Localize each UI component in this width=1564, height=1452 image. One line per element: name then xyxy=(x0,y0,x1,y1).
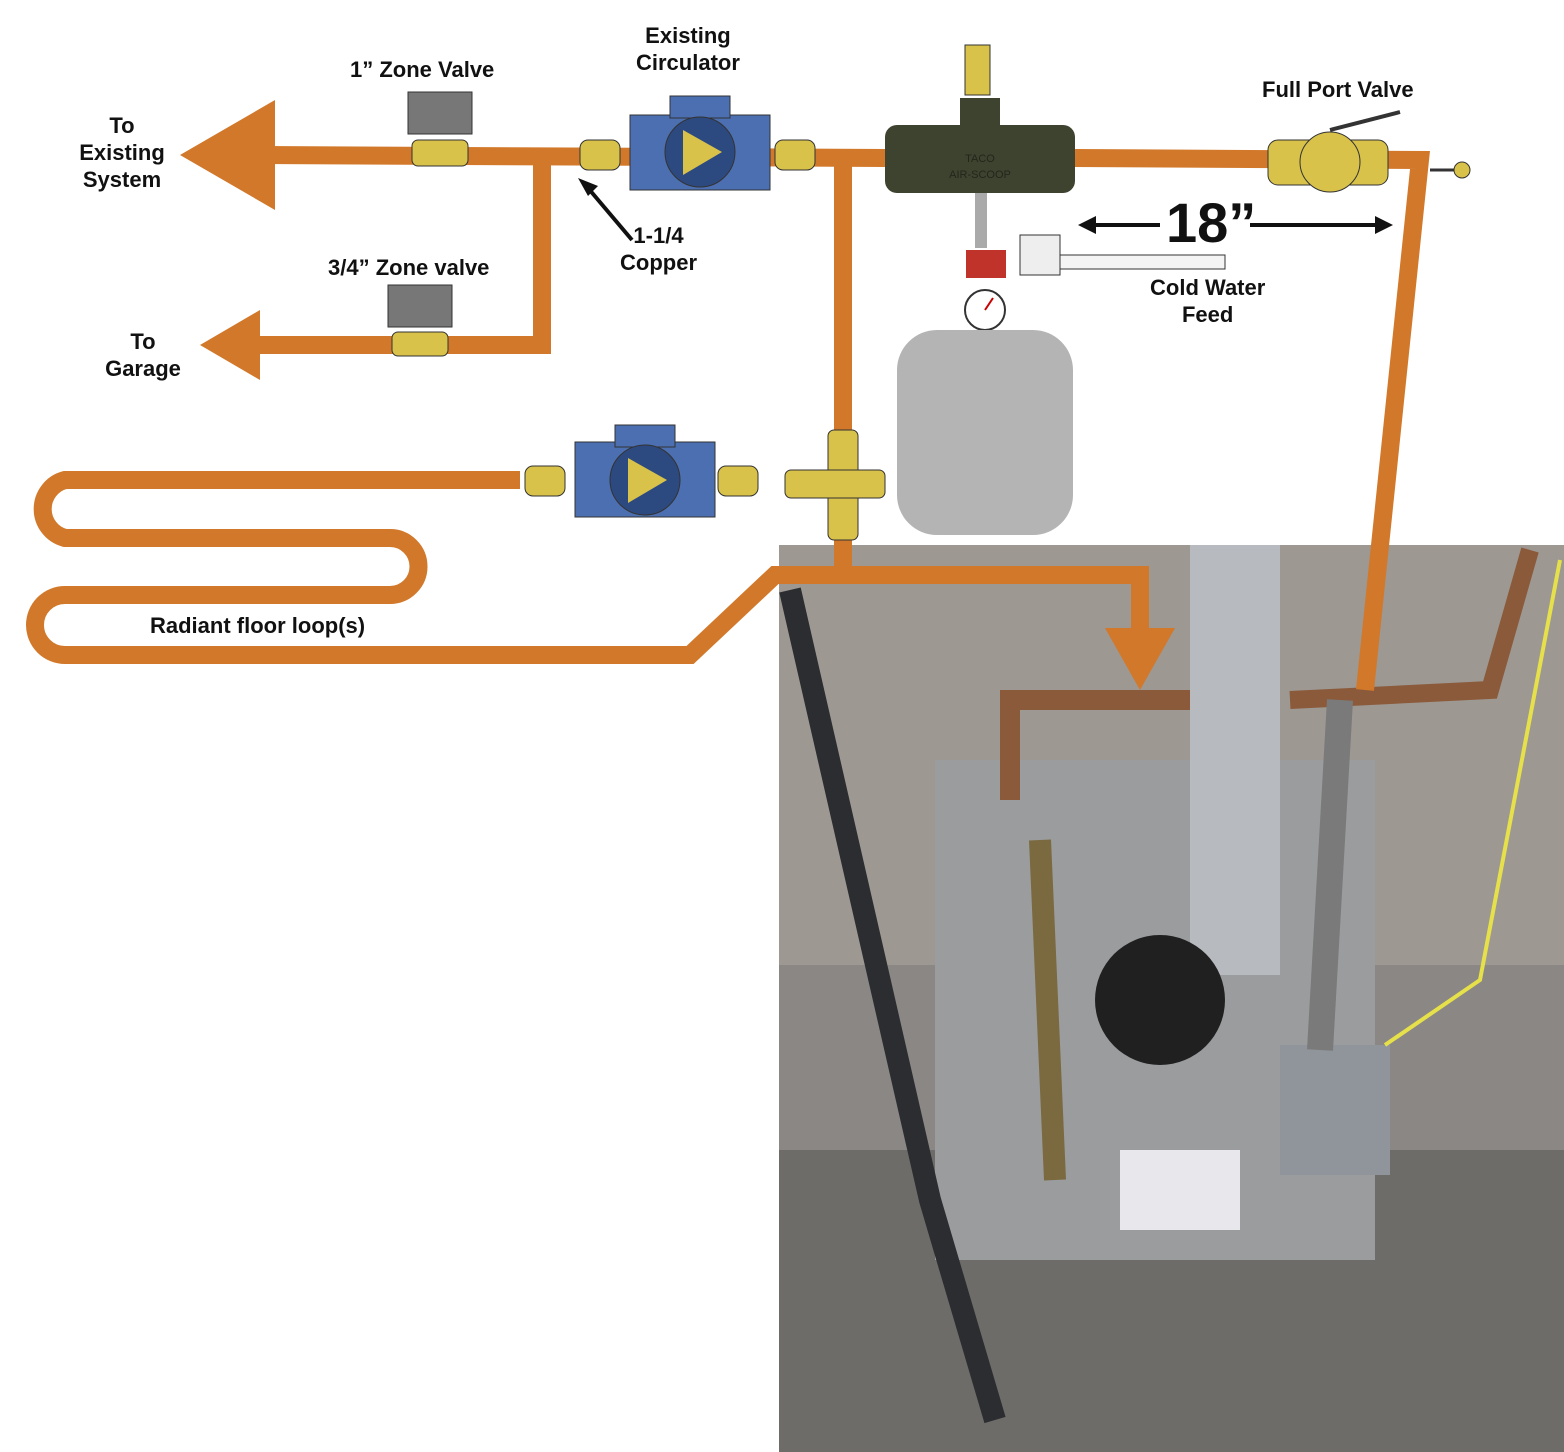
radiant-floor-loop xyxy=(26,471,1149,664)
label-radiant-floor-loop: Radiant floor loop(s) xyxy=(150,613,366,638)
feed-connection-pipe xyxy=(975,193,987,248)
drain-valve-icon[interactable] xyxy=(1430,161,1471,179)
pressure-gauge xyxy=(964,289,1006,331)
arrow-to-existing-system xyxy=(180,100,275,210)
expansion-tank xyxy=(897,330,1073,535)
dimension-line xyxy=(1078,216,1393,234)
pressure-reducing-valve[interactable] xyxy=(966,234,1226,278)
label-full-port-valve: Full Port Valve xyxy=(1262,77,1414,102)
garage-branch-pipe xyxy=(250,158,551,354)
svg-text:AIR-SCOOP: AIR-SCOOP xyxy=(949,169,1011,181)
arrow-to-garage xyxy=(200,310,260,380)
full-port-valve[interactable] xyxy=(1267,110,1401,193)
existing-circulator[interactable] xyxy=(579,95,816,191)
boiler-photo xyxy=(779,545,1564,1452)
label-distance: 18” xyxy=(1166,191,1257,254)
arrow-return-to-boiler xyxy=(1105,628,1175,690)
label-zone-valve-1in: 1” Zone Valve xyxy=(350,57,495,82)
svg-text:TACO: TACO xyxy=(965,153,995,165)
zone-valve-1in[interactable] xyxy=(407,91,473,167)
zone-valve-3-4in[interactable] xyxy=(387,284,453,357)
label-zone-valve-3-4in: 3/4” Zone valve xyxy=(328,255,490,280)
boiler-supply-pipe xyxy=(1074,149,1430,691)
copper-pointer-arrow xyxy=(578,178,634,242)
air-scoop: TACO AIR-SCOOP xyxy=(885,44,1075,193)
mixing-valve[interactable] xyxy=(784,429,886,541)
radiant-circulator[interactable] xyxy=(524,424,759,518)
